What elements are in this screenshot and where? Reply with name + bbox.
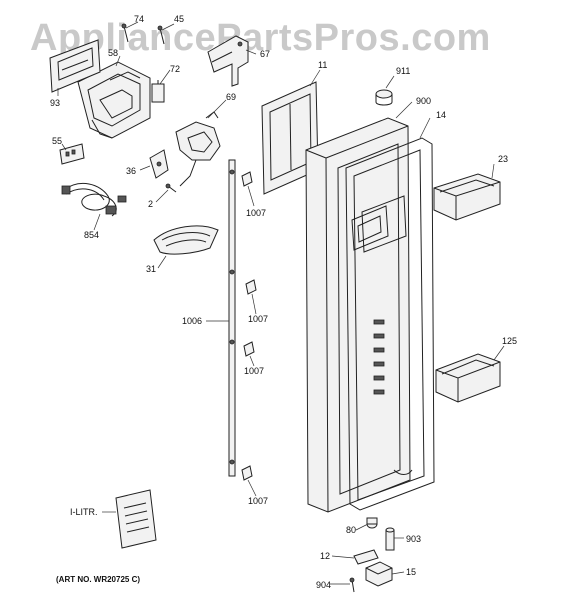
screw-2-part[interactable] — [165, 183, 177, 193]
duct-door-assembly-part[interactable] — [175, 111, 221, 187]
leader-lines — [57, 21, 505, 585]
callout-72[interactable]: 72 — [170, 64, 180, 74]
callout-1007-bottom[interactable]: 1007 — [248, 496, 268, 506]
callout-11[interactable]: 11 — [318, 60, 327, 70]
clip-1007-bottom-part[interactable] — [241, 465, 253, 481]
switch-part[interactable] — [151, 80, 165, 103]
callout-i-litr[interactable]: I-LITR. — [70, 507, 98, 517]
callout-903[interactable]: 903 — [406, 534, 421, 544]
clip-1007-lower-part[interactable] — [243, 341, 255, 357]
callout-55[interactable]: 55 — [52, 136, 62, 146]
dispenser-cap-part[interactable] — [375, 89, 393, 106]
door-shell-part[interactable] — [305, 117, 411, 513]
callout-23[interactable]: 23 — [498, 154, 508, 164]
callout-45[interactable]: 45 — [174, 14, 184, 24]
callout-labels: 74 45 58 67 72 93 11 911 69 900 14 55 36… — [50, 14, 517, 590]
callout-125[interactable]: 125 — [502, 336, 517, 346]
callout-67[interactable]: 67 — [260, 49, 270, 59]
door-bin-125-part[interactable] — [435, 353, 501, 403]
callout-1007-lower[interactable]: 1007 — [244, 366, 264, 376]
callout-80[interactable]: 80 — [346, 525, 356, 535]
recess-cover-part[interactable] — [153, 225, 219, 255]
callout-36[interactable]: 36 — [126, 166, 136, 176]
callout-74[interactable]: 74 — [134, 14, 144, 24]
wire-harness-part[interactable] — [61, 182, 127, 217]
callout-14[interactable]: 14 — [436, 110, 446, 120]
bracket-part[interactable] — [207, 35, 249, 87]
literature-kit-part[interactable] — [115, 489, 157, 549]
art-number: (ART NO. WR20725 C) — [56, 575, 140, 584]
pin-903-part[interactable] — [385, 527, 395, 551]
hinge-15-part[interactable] — [365, 561, 393, 587]
screw-45-part[interactable] — [157, 25, 165, 45]
plate-12-part[interactable] — [353, 549, 379, 565]
connector-part[interactable] — [59, 143, 85, 165]
callout-911[interactable]: 911 — [396, 66, 410, 76]
callout-93[interactable]: 93 — [50, 98, 60, 108]
callout-900[interactable]: 900 — [416, 96, 431, 106]
screw-904-part[interactable] — [349, 577, 355, 593]
callout-69[interactable]: 69 — [226, 92, 236, 102]
callout-1007-upper[interactable]: 1007 — [248, 314, 268, 324]
callout-1007-top[interactable]: 1007 — [246, 208, 266, 218]
watermark-text: AppliancePartsPros.com — [30, 17, 491, 59]
dispenser-housing-part[interactable] — [77, 61, 151, 139]
door-bin-23-part[interactable] — [433, 173, 501, 221]
callout-904[interactable]: 904 — [316, 580, 331, 590]
door-gasket-part[interactable] — [345, 137, 435, 511]
callout-854[interactable]: 854 — [84, 230, 99, 240]
screw-74-part[interactable] — [121, 23, 129, 43]
clip-1007-upper-part[interactable] — [245, 279, 257, 295]
callout-12[interactable]: 12 — [320, 551, 330, 561]
callout-31[interactable]: 31 — [146, 264, 156, 274]
bushing-80-part[interactable] — [366, 517, 378, 529]
control-board-part[interactable] — [49, 39, 101, 93]
callout-2[interactable]: 2 — [148, 199, 153, 209]
callout-1006[interactable]: 1006 — [182, 316, 202, 326]
callout-15[interactable]: 15 — [406, 567, 416, 577]
hinge-bracket-part[interactable] — [149, 149, 169, 179]
callout-58[interactable]: 58 — [108, 48, 118, 58]
door-rod-part[interactable] — [228, 159, 236, 477]
clip-1007-top-part[interactable] — [241, 171, 253, 187]
